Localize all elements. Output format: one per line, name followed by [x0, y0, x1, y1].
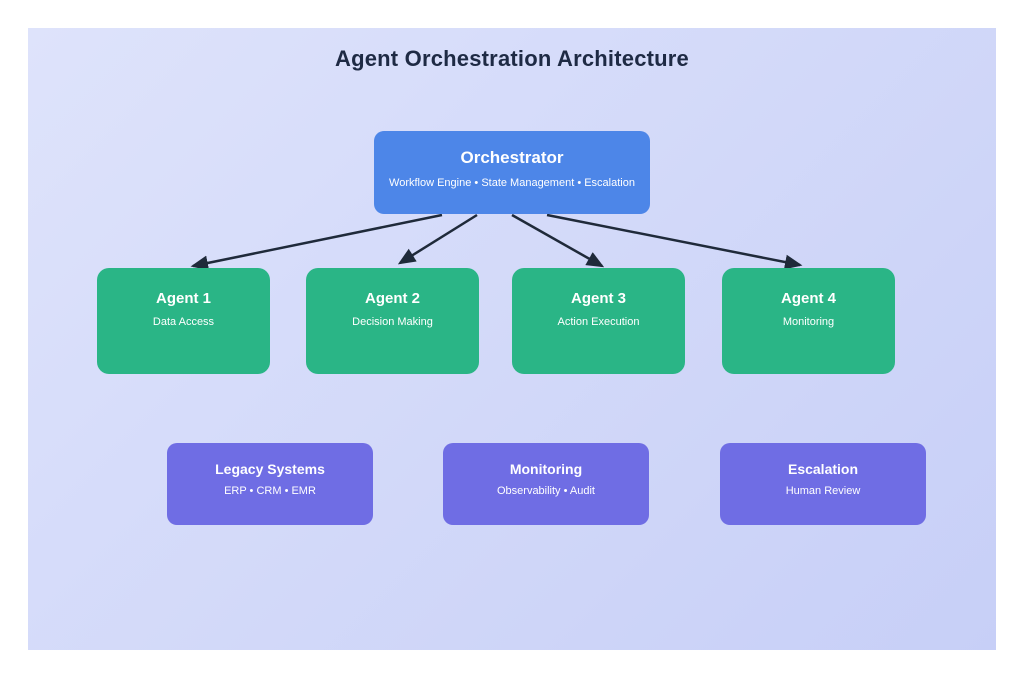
- arrow-orchestrator-agent2: [397, 213, 478, 265]
- node-agent-4: Agent 4 Monitoring: [722, 268, 895, 374]
- node-monitoring-title: Monitoring: [509, 461, 583, 477]
- node-agent-3-subtitle: Action Execution: [557, 316, 640, 328]
- node-agent-1: Agent 1 Data Access: [97, 268, 270, 374]
- node-monitoring: Monitoring Observability • Audit: [443, 443, 649, 525]
- node-agent-2: Agent 2 Decision Making: [306, 268, 479, 374]
- node-legacy-systems-title: Legacy Systems: [215, 461, 325, 477]
- node-orchestrator-subtitle: Workflow Engine • State Management • Esc…: [389, 177, 635, 189]
- arrow-orchestrator-agent1: [190, 213, 443, 271]
- node-escalation-title: Escalation: [787, 461, 859, 477]
- node-agent-2-subtitle: Decision Making: [352, 316, 433, 328]
- diagram-canvas: Agent Orchestration Architecture Orchest…: [28, 28, 996, 650]
- node-agent-1-title: Agent 1: [155, 290, 211, 307]
- node-legacy-systems-subtitle: ERP • CRM • EMR: [224, 485, 316, 497]
- node-agent-4-subtitle: Monitoring: [782, 316, 835, 328]
- node-orchestrator-title: Orchestrator: [460, 148, 564, 167]
- arrow-orchestrator-agent3: [511, 213, 605, 268]
- arrow-orchestrator-agent4: [546, 213, 803, 270]
- node-agent-4-title: Agent 4: [780, 290, 836, 307]
- node-legacy-systems: Legacy Systems ERP • CRM • EMR: [167, 443, 373, 525]
- node-escalation: Escalation Human Review: [720, 443, 926, 525]
- node-agent-3-title: Agent 3: [570, 290, 626, 307]
- node-orchestrator: Orchestrator Workflow Engine • State Man…: [374, 131, 650, 214]
- node-escalation-subtitle: Human Review: [785, 485, 861, 497]
- node-agent-2-title: Agent 2: [364, 290, 420, 307]
- node-agent-1-subtitle: Data Access: [152, 316, 215, 328]
- diagram-title: Agent Orchestration Architecture: [335, 46, 689, 71]
- node-monitoring-subtitle: Observability • Audit: [496, 485, 595, 497]
- node-agent-3: Agent 3 Action Execution: [512, 268, 685, 374]
